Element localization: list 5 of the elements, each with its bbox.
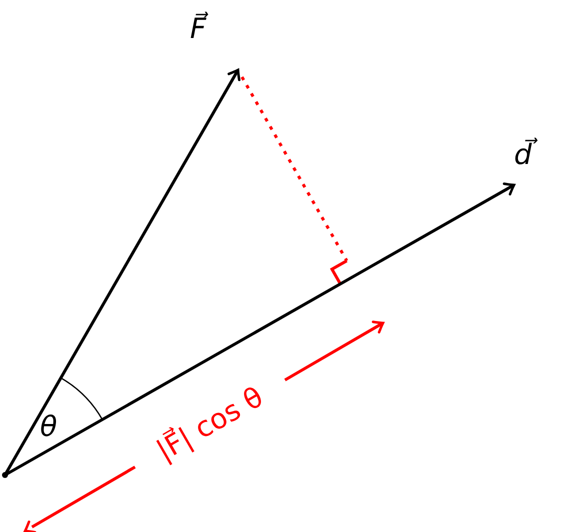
origin-point [2,472,8,478]
vector-label: d⃗ [514,138,558,172]
angle-label: θ [40,410,58,444]
dimension-label: |F⃗| cos θ [150,380,270,468]
vector-label: F⃗ [190,12,238,46]
